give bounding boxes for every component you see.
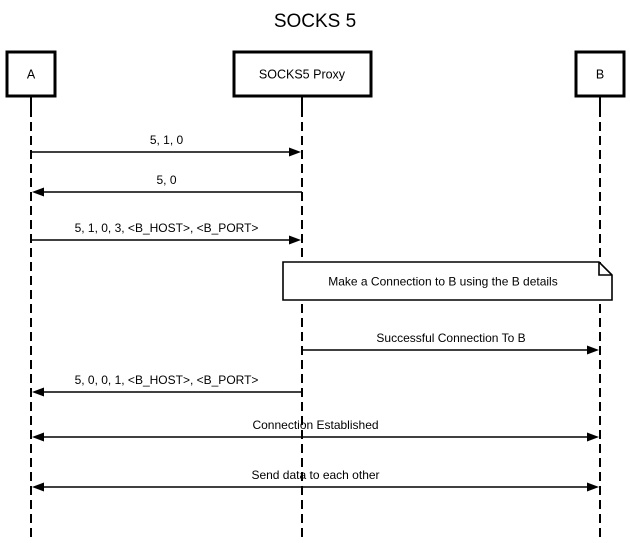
actor-label-proxy: SOCKS5 Proxy (259, 68, 346, 82)
actor-box-proxy (232, 50, 373, 98)
message-4[interactable]: Successful Connection To B (302, 331, 599, 355)
note-make-connection[interactable]: Make a Connection to B using the B detai… (282, 261, 613, 301)
actor-label-B: B (596, 68, 604, 82)
actor-A[interactable]: A (5, 50, 57, 98)
arrowhead-left-2 (32, 187, 44, 197)
note-fold-corner-icon (598, 262, 612, 276)
arrowhead-left-5 (32, 387, 44, 397)
actor-B[interactable]: B (574, 50, 626, 98)
arrowhead-right-6 (587, 432, 599, 442)
actor-box-A (5, 50, 57, 98)
message-3[interactable]: 5, 1, 0, 3, <B_HOST>, <B_PORT> (31, 221, 301, 245)
lifelines-layer (30, 96, 601, 541)
arrowhead-right-3 (289, 235, 301, 245)
page-title: SOCKS 5 (274, 11, 356, 32)
message-label-2: 5, 0 (156, 173, 176, 187)
message-6[interactable]: Connection Established (32, 418, 599, 442)
arrowhead-right-7 (587, 482, 599, 492)
message-label-5: 5, 0, 0, 1, <B_HOST>, <B_PORT> (75, 373, 259, 387)
message-label-7: Send data to each other (251, 468, 379, 482)
message-1[interactable]: 5, 1, 0 (31, 133, 301, 157)
actors-layer: A SOCKS5 Proxy B (5, 50, 626, 98)
message-label-6: Connection Established (252, 418, 378, 432)
message-2[interactable]: 5, 0 (32, 173, 302, 197)
arrowhead-right-1 (289, 147, 301, 157)
messages-layer: 5, 1, 0 5, 0 5, 1, 0, 3, <B_HOST>, <B_PORT… (31, 133, 599, 492)
message-label-4: Successful Connection To B (376, 331, 525, 345)
note-box-shape (282, 261, 613, 301)
notes-layer: Make a Connection to B using the B detai… (282, 261, 613, 301)
message-5[interactable]: 5, 0, 0, 1, <B_HOST>, <B_PORT> (32, 373, 302, 397)
message-7[interactable]: Send data to each other (32, 468, 599, 492)
arrowhead-left-6 (32, 432, 44, 442)
actor-box-B (574, 50, 626, 98)
arrowhead-right-4 (587, 345, 599, 355)
actor-proxy[interactable]: SOCKS5 Proxy (232, 50, 373, 98)
message-label-1: 5, 1, 0 (150, 133, 184, 147)
actor-label-A: A (27, 68, 36, 82)
note-label: Make a Connection to B using the B detai… (328, 275, 557, 289)
message-label-3: 5, 1, 0, 3, <B_HOST>, <B_PORT> (75, 221, 259, 235)
arrowhead-left-7 (32, 482, 44, 492)
